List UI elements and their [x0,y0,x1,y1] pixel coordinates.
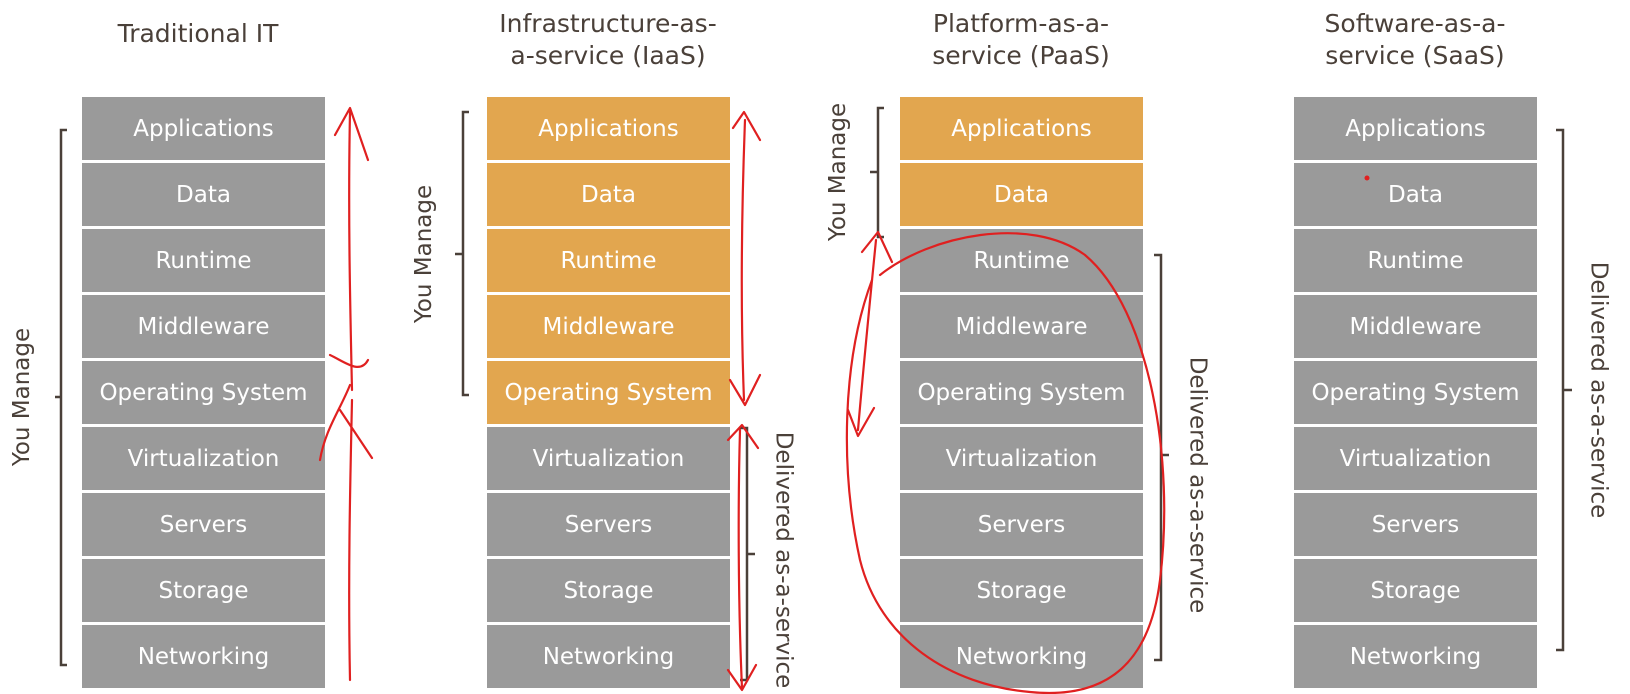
layer-applications: Applications [900,97,1143,160]
title-paas-line-1: Platform-as-a- [932,9,1110,38]
arrow-traditional-mid [318,353,374,462]
title-iaas: Infrastructure-as- a-service (IaaS) [443,8,773,72]
label-iaas-you-manage-text: You Manage [411,184,438,324]
arrow-traditional-bottom [348,398,354,682]
layer-middleware: Middleware [1294,295,1537,358]
layer-servers: Servers [82,493,325,556]
layer-storage: Storage [82,559,325,622]
stack-saas: Applications Data Runtime Middleware Ope… [1294,97,1537,691]
bracket-iaas-you-manage [455,110,469,397]
label-traditional-you-manage-text: You Manage [9,327,36,467]
layer-data: Data [487,163,730,226]
layer-middleware: Middleware [487,295,730,358]
stack-paas: Applications Data Runtime Middleware Ope… [900,97,1143,691]
layer-networking: Networking [1294,625,1537,688]
layer-operating-system: Operating System [82,361,325,424]
layer-storage: Storage [1294,559,1537,622]
layer-servers: Servers [1294,493,1537,556]
title-paas-line-2: service (PaaS) [932,41,1110,70]
layer-servers: Servers [900,493,1143,556]
layer-servers: Servers [487,493,730,556]
layer-data: Data [1294,163,1537,226]
layer-runtime: Runtime [487,229,730,292]
layer-runtime: Runtime [1294,229,1537,292]
layer-storage: Storage [487,559,730,622]
bracket-paas-delivered [1154,253,1169,662]
layer-operating-system: Operating System [487,361,730,424]
title-iaas-line-2: a-service (IaaS) [510,41,706,70]
layer-data: Data [900,163,1143,226]
label-iaas-delivered-text: Delivered as-a-service [770,431,797,689]
label-paas-delivered-text: Delivered as-a-service [1184,356,1211,614]
title-traditional-it: Traditional IT [117,19,279,48]
title-saas-line-1: Software-as-a- [1324,9,1506,38]
title-paas: Platform-as-a- service (PaaS) [856,8,1186,72]
title-saas-line-2: service (SaaS) [1325,41,1505,70]
layer-operating-system: Operating System [1294,361,1537,424]
layer-applications: Applications [82,97,325,160]
layer-virtualization: Virtualization [487,427,730,490]
layer-operating-system: Operating System [900,361,1143,424]
layer-middleware: Middleware [82,295,325,358]
bracket-saas-delivered [1556,128,1572,652]
title-saas: Software-as-a- service (SaaS) [1250,8,1580,72]
layer-runtime: Runtime [82,229,325,292]
layer-data: Data [82,163,325,226]
bracket-iaas-delivered [740,426,755,682]
layer-virtualization: Virtualization [1294,427,1537,490]
title-iaas-line-1: Infrastructure-as- [499,9,717,38]
bracket-traditional-you-manage [55,128,67,667]
layer-applications: Applications [1294,97,1537,160]
label-saas-delivered-text: Delivered as-a-service [1585,261,1612,519]
arrow-traditional-top [333,106,370,392]
layer-virtualization: Virtualization [82,427,325,490]
stack-traditional-it: Applications Data Runtime Middleware Ope… [82,97,325,691]
stack-iaas: Applications Data Runtime Middleware Ope… [487,97,730,691]
bracket-paas-you-manage [870,106,884,239]
layer-applications: Applications [487,97,730,160]
layer-networking: Networking [82,625,325,688]
layer-runtime: Runtime [900,229,1143,292]
layer-middleware: Middleware [900,295,1143,358]
layer-networking: Networking [487,625,730,688]
label-paas-you-manage-text: You Manage [825,102,852,242]
layer-virtualization: Virtualization [900,427,1143,490]
layer-networking: Networking [900,625,1143,688]
layer-storage: Storage [900,559,1143,622]
